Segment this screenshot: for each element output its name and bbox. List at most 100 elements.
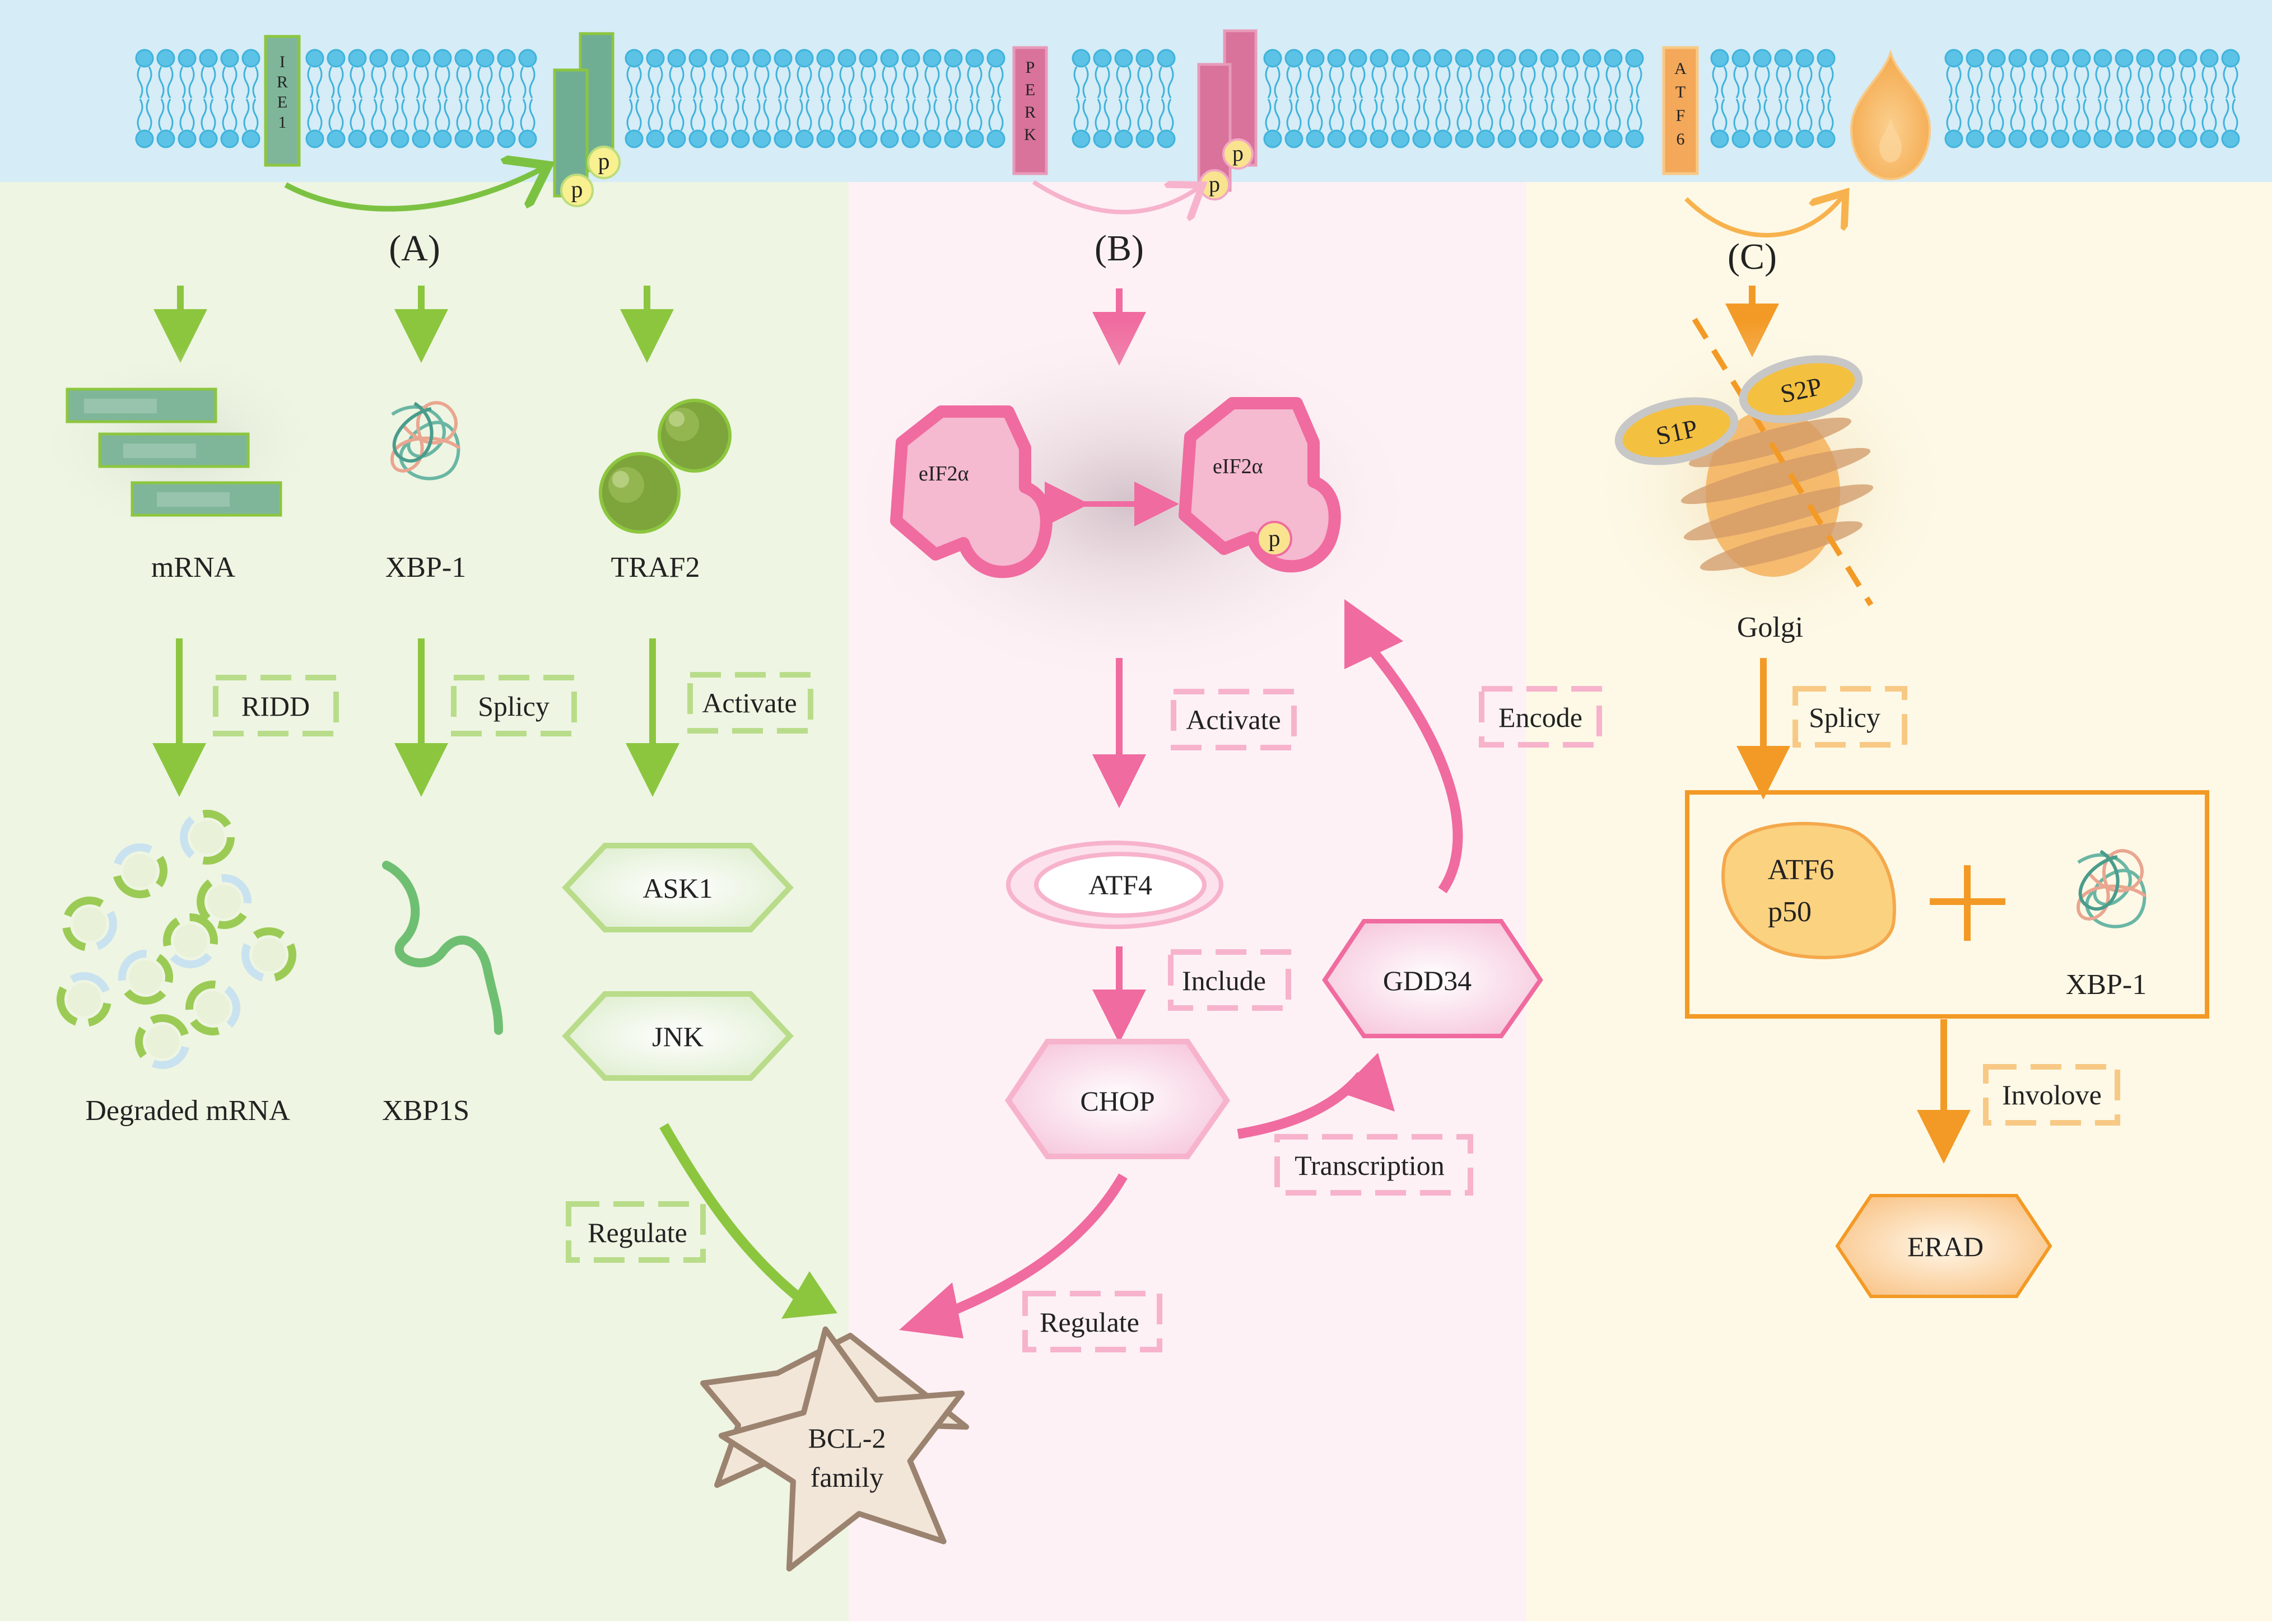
- lipid-tail: [648, 99, 654, 131]
- lipid-tail: [1733, 99, 1740, 131]
- lipid-head: [1135, 49, 1154, 68]
- lipid-tail: [1627, 66, 1633, 99]
- lipid-head: [1157, 49, 1176, 68]
- phospho-label: p: [571, 177, 583, 203]
- lipid-tail: [316, 99, 323, 131]
- lipid-head: [1284, 49, 1303, 68]
- lipid-head: [1391, 49, 1410, 68]
- lipid-head: [752, 129, 771, 148]
- lipid-tail: [1614, 99, 1621, 131]
- lipid-tail: [2019, 66, 2026, 99]
- lipid-tail: [2168, 99, 2175, 131]
- lipid-tail: [146, 99, 152, 131]
- lipid-tail: [188, 66, 195, 99]
- lipid-tail: [1529, 99, 1536, 131]
- lipid-tail: [1967, 66, 1974, 99]
- lipid-tail: [1116, 66, 1123, 99]
- lipid-tail: [307, 99, 314, 131]
- lipid-tail: [1487, 66, 1493, 99]
- lipid-tail: [882, 99, 888, 131]
- lipid-head: [390, 49, 409, 68]
- lipid-tail: [1776, 99, 1782, 131]
- lipid-tail: [2168, 66, 2175, 99]
- lipid-tail: [626, 99, 633, 131]
- lipid-tail: [380, 99, 387, 131]
- lipid-head: [774, 49, 793, 68]
- lipid-head: [646, 129, 665, 148]
- lipid-head: [1817, 49, 1836, 68]
- lipid-tail: [188, 99, 195, 131]
- lipid-tail: [2125, 66, 2132, 99]
- lipid-tail: [499, 66, 505, 99]
- lipid-head: [1455, 129, 1474, 148]
- lipid-head: [1561, 49, 1580, 68]
- lipid-head: [944, 49, 963, 68]
- lipid-head: [688, 129, 707, 148]
- lipid-tail: [955, 99, 961, 131]
- lipid-tail: [1563, 66, 1570, 99]
- lipid-tail: [2201, 99, 2208, 131]
- lipid-tail: [2116, 99, 2123, 131]
- lipid-tail: [1742, 66, 1749, 99]
- lipid-tail: [1435, 66, 1442, 99]
- lipid-head: [241, 49, 260, 68]
- erad-label: ERAD: [1907, 1231, 1984, 1262]
- lipid-head: [1753, 129, 1772, 148]
- lipid-tail: [2104, 99, 2111, 131]
- lipid-tail: [818, 66, 825, 99]
- lipid-tail: [359, 99, 365, 131]
- lipid-tail: [1456, 99, 1463, 131]
- lipid-tail: [2138, 99, 2144, 131]
- lipid-tail: [839, 99, 846, 131]
- lipid-tail: [1955, 66, 1962, 99]
- lipid-tail: [997, 99, 1004, 131]
- lipid-tail: [146, 66, 152, 99]
- perk-activation-arrow: [1032, 180, 1199, 212]
- lipid-tail: [1350, 99, 1357, 131]
- lipid-head: [1944, 49, 1963, 68]
- encode-arrowhead: [1344, 599, 1403, 669]
- xbp1-label: XBP-1: [385, 552, 466, 584]
- lipid-tail: [209, 66, 216, 99]
- lipid-head: [305, 49, 324, 68]
- lipid-head: [2221, 129, 2240, 148]
- lipid-tail: [891, 66, 897, 99]
- lipid-tail: [1976, 99, 1983, 131]
- lipid-head: [944, 129, 963, 148]
- lipid-tail: [1371, 66, 1378, 99]
- lipid-tail: [635, 66, 642, 99]
- lipid-tail: [435, 99, 441, 131]
- lipid-head: [1519, 49, 1538, 68]
- lipid-head: [2051, 49, 2070, 68]
- lipid-tail: [733, 99, 739, 131]
- perk-dimer: p p: [1197, 29, 1258, 200]
- degraded-mrna-label: Degraded mRNA: [85, 1095, 290, 1127]
- lipid-head: [2115, 129, 2134, 148]
- lipid-head: [2221, 49, 2240, 68]
- lipid-tail: [848, 99, 855, 131]
- lipid-tail: [669, 66, 676, 99]
- lipid-tail: [1721, 66, 1728, 99]
- lipid-tail: [1520, 66, 1527, 99]
- lipid-tail: [158, 66, 165, 99]
- activate-label: Activate: [702, 687, 797, 718]
- lipid-tail: [1359, 99, 1366, 131]
- lipid-head: [1987, 129, 2006, 148]
- lipid-tail: [869, 99, 876, 131]
- lipid-tail: [1116, 99, 1123, 131]
- lipid-tail: [1763, 99, 1770, 131]
- lipid-tail: [1584, 99, 1591, 131]
- lipid-head: [369, 49, 388, 68]
- lipid-tail: [137, 66, 143, 99]
- lipid-tail: [1286, 99, 1293, 131]
- panel-a-label: (A): [389, 228, 440, 269]
- lipid-tail: [1967, 99, 1974, 131]
- lipid-head: [646, 49, 665, 68]
- lipid-tail: [988, 66, 995, 99]
- activate-dashed-box: [687, 672, 813, 734]
- lipid-head: [1327, 129, 1346, 148]
- xbp1-tangle-icon: [390, 401, 460, 480]
- lipid-tail: [337, 66, 344, 99]
- atf6-xbp1-complex-box: [1685, 790, 2209, 1019]
